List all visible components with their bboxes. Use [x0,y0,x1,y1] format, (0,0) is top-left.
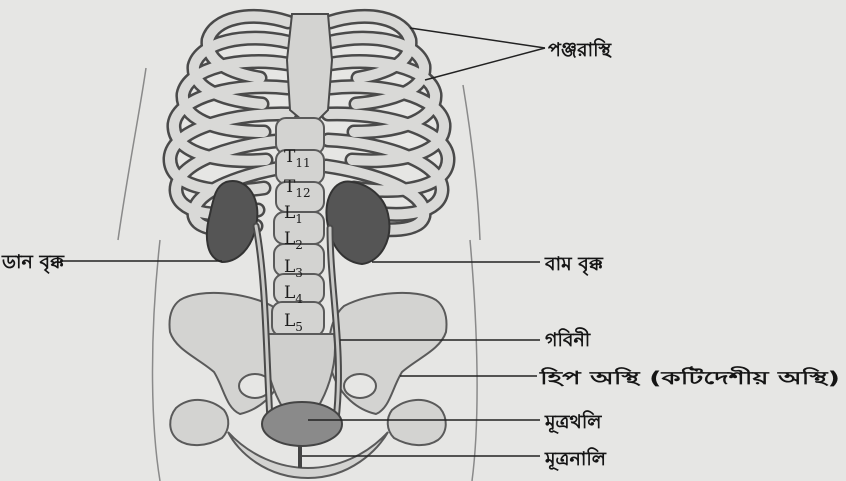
label-ureter: গবিনী [545,327,592,351]
urinary-bladder [262,402,342,446]
label-left-kidney: বাম বৃক্ক [544,253,604,276]
label-bladder: মূত্রথলি [544,410,602,434]
label-ribs: পঞ্জরাস্থি [548,38,613,61]
sternum [287,14,332,120]
label-right-kidney: ডান বৃক্ক [1,251,65,274]
label-hip-bone: হিপ অস্থি (কটিদেশীয় অস্থি) [538,366,840,389]
label-urethra: মূত্রনালি [544,447,607,471]
